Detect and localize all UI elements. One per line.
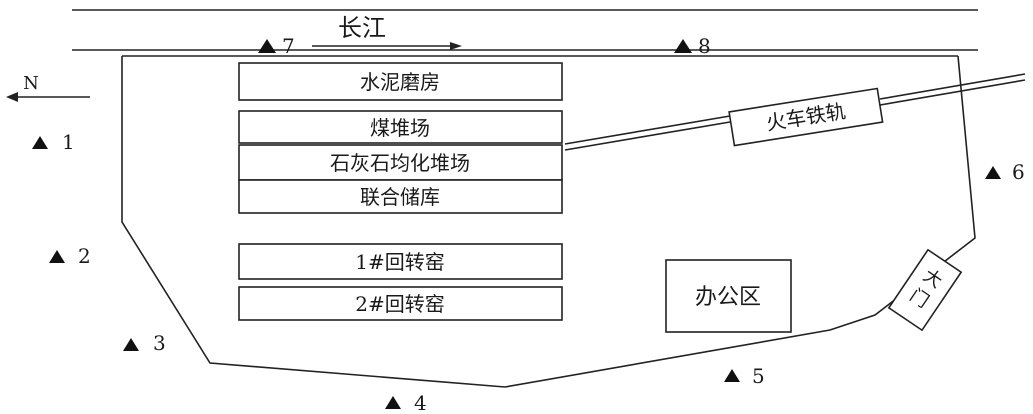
building-coal-yard: 煤堆场 — [238, 110, 563, 144]
monitoring-point-5: 5 — [724, 364, 765, 388]
building-label: 水泥磨房 — [360, 70, 440, 94]
svg-text:4: 4 — [414, 391, 427, 414]
north-arrow-icon — [6, 92, 90, 102]
railway-label-box: 火车铁轨 — [728, 87, 884, 147]
building-label: 2#回转窑 — [355, 292, 444, 316]
triangle-icon — [123, 338, 139, 351]
north-label: N — [23, 73, 39, 94]
building-label: 联合储库 — [360, 185, 440, 209]
svg-text:8: 8 — [698, 34, 711, 58]
triangle-icon — [674, 39, 692, 53]
railway-track — [564, 73, 1026, 151]
building-office: 办公区 — [665, 259, 792, 333]
triangle-icon — [49, 250, 65, 263]
monitoring-point-8: 8 — [674, 34, 711, 58]
site-boundary — [121, 55, 976, 388]
gate: 大 门 — [887, 248, 963, 332]
building-label: 石灰石均化堆场 — [330, 151, 470, 175]
monitoring-point-1: 1 — [32, 130, 75, 154]
monitoring-point-6: 6 — [985, 160, 1025, 184]
triangle-icon — [258, 39, 276, 53]
svg-text:7: 7 — [282, 34, 295, 58]
river-flow-arrow — [312, 42, 462, 50]
building-label: 办公区 — [695, 285, 761, 310]
triangle-icon — [32, 136, 48, 149]
river-label: 长江 — [338, 14, 386, 42]
building-storage: 联合储库 — [238, 179, 563, 214]
monitoring-point-4: 4 — [385, 391, 427, 414]
building-label: 煤堆场 — [370, 116, 430, 140]
building-kiln-1: 1#回转窑 — [238, 243, 563, 280]
monitoring-point-7: 7 — [258, 34, 295, 58]
svg-text:6: 6 — [1012, 160, 1025, 184]
svg-text:1: 1 — [62, 130, 75, 154]
triangle-icon — [385, 396, 401, 409]
svg-text:2: 2 — [78, 244, 91, 268]
building-label: 1#回转窑 — [355, 250, 444, 274]
monitoring-point-3: 3 — [123, 331, 166, 355]
building-limestone-yard: 石灰石均化堆场 — [238, 144, 563, 181]
building-kiln-2: 2#回转窑 — [238, 286, 563, 321]
svg-text:3: 3 — [153, 331, 166, 355]
building-cement-mill: 水泥磨房 — [238, 62, 563, 101]
triangle-icon — [724, 369, 740, 382]
triangle-icon — [985, 166, 1001, 179]
monitoring-point-2: 2 — [49, 244, 91, 268]
svg-text:5: 5 — [752, 364, 765, 388]
